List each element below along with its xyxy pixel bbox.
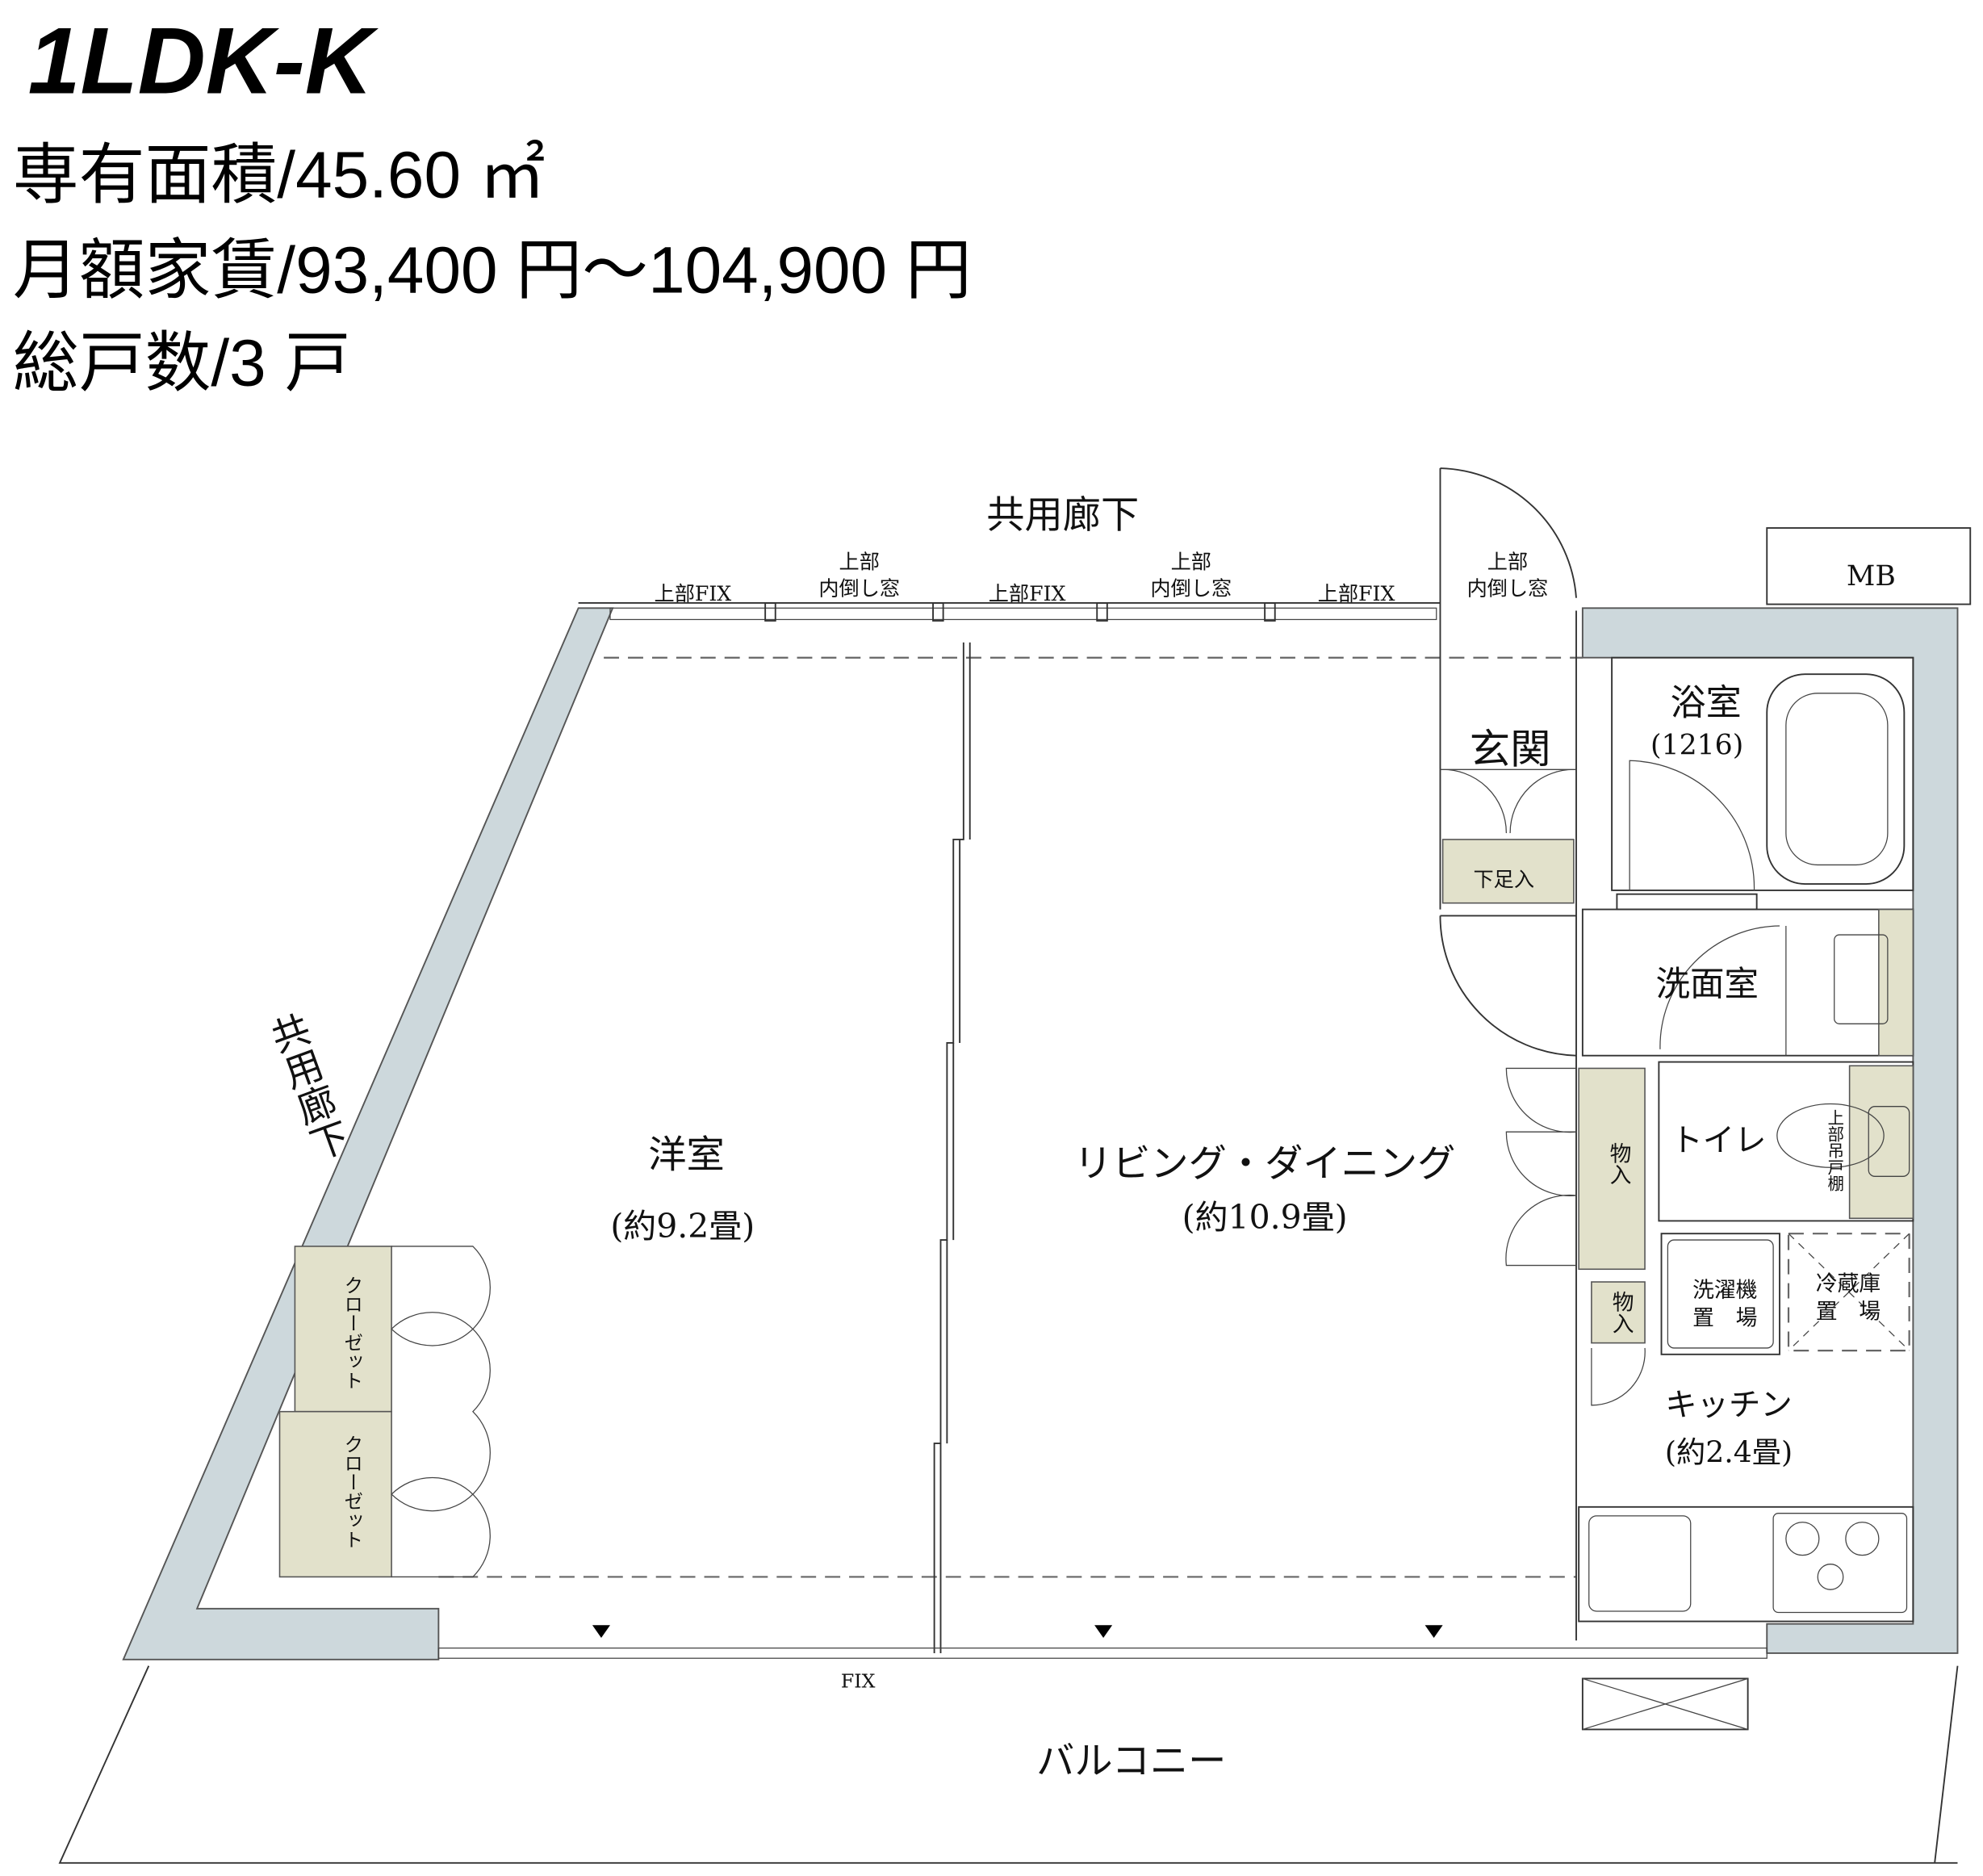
shoe-storage-label: 下足入 [1473, 868, 1534, 891]
fridge-label: 置 場 [1816, 1300, 1881, 1325]
window-label: 上部 [1171, 550, 1211, 573]
window-label: 上部FIX [655, 582, 732, 605]
washroom-label: 洗面室 [1655, 965, 1759, 1005]
fix-label: FIX [841, 1669, 876, 1692]
window-label: 上部 [1487, 550, 1528, 573]
closet-doors[interactable] [391, 1246, 491, 1578]
hall-door[interactable] [1439, 915, 1577, 1057]
washer-label: 洗濯機 [1692, 1278, 1757, 1303]
sliding-partition[interactable] [933, 642, 964, 1653]
plan-type-title: 1LDK-K [28, 7, 379, 113]
western-room-label: 洋室 [648, 1133, 725, 1177]
closet-2 [278, 1410, 392, 1578]
mb-box [1766, 527, 1972, 605]
stove [1772, 1513, 1908, 1614]
storage-2-door[interactable] [1591, 1347, 1646, 1406]
burner [1845, 1522, 1880, 1556]
window-label: 内倒し窓 [818, 577, 900, 601]
living-dining-label: リビング・ダイニング [1074, 1141, 1456, 1186]
living-dining-size: (約10.9畳) [1182, 1198, 1348, 1237]
burner [1785, 1522, 1820, 1556]
bathroom [1611, 656, 1914, 891]
units-text: 総戸数/3 戸 [13, 327, 351, 400]
closet-label: クローゼット [341, 1275, 363, 1390]
kitchen-counter [1578, 1505, 1914, 1623]
storage-label: 物入 [1609, 1291, 1634, 1334]
western-room-size: (約9.2畳) [610, 1207, 755, 1246]
washer-label: 置 場 [1692, 1306, 1757, 1331]
window-label: 上部 [839, 550, 880, 573]
bathroom-label: 浴室 [1671, 683, 1742, 724]
sink [1588, 1515, 1692, 1612]
entrance-door[interactable] [1439, 467, 1577, 611]
burner [1817, 1564, 1844, 1590]
bath-door[interactable] [1629, 760, 1755, 890]
storage-doors[interactable] [1505, 1067, 1577, 1267]
washer-space [1660, 1233, 1780, 1355]
toilet-bowl [1776, 1103, 1885, 1168]
top-window-frame [609, 607, 1437, 621]
kitchen-size: (約2.4畳) [1665, 1435, 1793, 1470]
entrance-label: 玄関 [1470, 725, 1551, 773]
storage-label: 物入 [1605, 1141, 1630, 1185]
balcony-outline [58, 1665, 1959, 1864]
closet-label: クローゼット [341, 1434, 363, 1549]
corridor-top-label: 共用廊下 [986, 493, 1139, 538]
toilet-label: トイレ [1671, 1122, 1766, 1159]
closet-1 [294, 1246, 392, 1413]
storage-1 [1578, 1067, 1646, 1271]
window-mullions [764, 602, 1276, 622]
window-label: 内倒し窓 [1150, 577, 1232, 601]
bathtub [1766, 673, 1906, 886]
corridor-left-label: 共用廊下 [259, 1008, 353, 1166]
kitchen-label: キッチン [1665, 1386, 1792, 1423]
bottom-window-frame [437, 1648, 1768, 1659]
rent-text: 月額家賃/93,400 円～104,900 円 [13, 234, 972, 308]
window-arrow-icons [592, 1625, 1443, 1639]
evacuation-hatch [1581, 1677, 1749, 1731]
balcony-label: バルコニー [1036, 1740, 1226, 1784]
window-label: 内倒し窓 [1467, 577, 1549, 601]
window-label: 上部FIX [989, 582, 1066, 605]
area-text: 専有面積/45.60 ㎡ [13, 139, 546, 212]
upper-shelf-label: 上部吊戸棚 [1825, 1109, 1844, 1191]
shoe-storage [1441, 839, 1575, 904]
storage-2 [1591, 1281, 1646, 1344]
fridge-space [1787, 1233, 1910, 1352]
window-label: 上部FIX [1318, 582, 1395, 605]
mb-label: MB [1847, 560, 1896, 593]
bathroom-size: (1216) [1650, 729, 1743, 761]
washbasin [1834, 934, 1889, 1024]
fridge-label: 冷蔵庫 [1816, 1271, 1881, 1296]
